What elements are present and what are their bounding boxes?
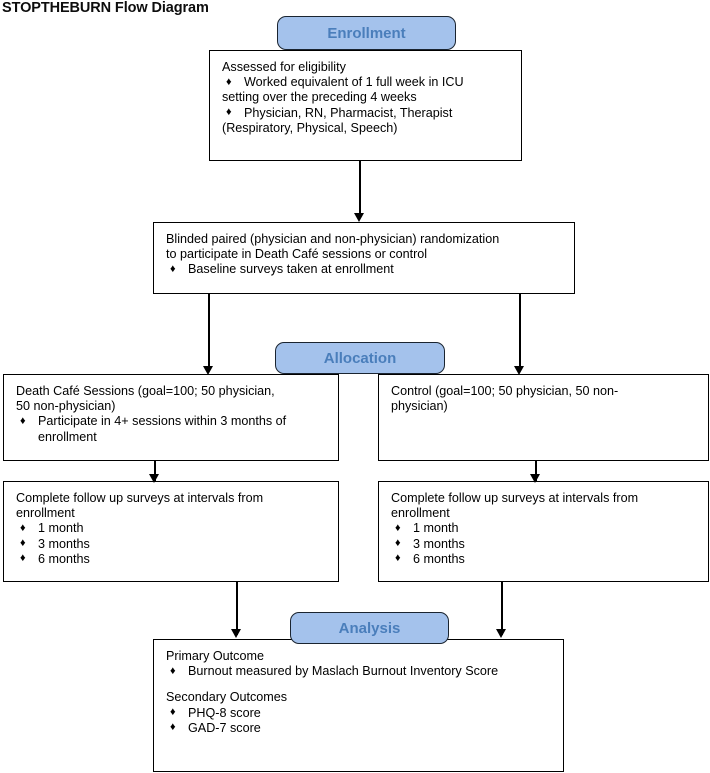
box-followup-surveys-right: Complete follow up surveys at intervals … (378, 481, 709, 582)
bullet-icon: ♦ (395, 537, 401, 550)
eligibility-line-2: setting over the preceding 4 weeks (222, 90, 417, 105)
arrowhead-intervention-to-followup-left (149, 474, 159, 483)
followup-left-bullet-2: ♦ 3 months (16, 537, 330, 552)
outcomes-primary-heading: Primary Outcome (166, 649, 264, 663)
connector-intervention-to-followup-left (154, 461, 156, 481)
bullet-icon: ♦ (170, 706, 176, 719)
stage-pill-enrollment: Enrollment (277, 16, 456, 50)
randomization-line-2: to participate in Death Café sessions or… (166, 247, 428, 262)
followup-right-line-2: enrollment (391, 506, 450, 521)
box-death-cafe-sessions-text: Death Café Sessions (goal=100; 50 physic… (16, 384, 330, 445)
randomization-line-1: Blinded paired (physician and non-physic… (166, 232, 500, 246)
followup-left-bullet-2-label: 3 months (38, 536, 90, 551)
bullet-icon: ♦ (20, 521, 26, 534)
followup-right-bullet-2: ♦ 3 months (391, 537, 700, 552)
outcomes-secondary-bullet-2: ♦ GAD-7 score (166, 721, 555, 736)
followup-left-line-2: enrollment (16, 506, 75, 521)
bullet-icon: ♦ (20, 552, 26, 565)
followup-right-line-1: Complete follow up surveys at intervals … (391, 491, 639, 505)
box-randomization-text: Blinded paired (physician and non-physic… (166, 232, 566, 278)
arrowhead-control-to-followup-right (530, 474, 540, 483)
bullet-icon: ♦ (170, 664, 176, 677)
bullet-icon: ♦ (226, 106, 232, 119)
arrowhead-randomization-to-control (514, 366, 524, 375)
followup-right-bullet-1-label: 1 month (413, 521, 459, 536)
control-line-2: physician) (391, 399, 448, 414)
arrowhead-eligibility-to-randomization (354, 213, 364, 222)
bullet-icon: ♦ (395, 521, 401, 534)
arrowhead-followup-left-to-analysis (231, 629, 241, 638)
box-control-group-text: Control (goal=100; 50 physician, 50 non-… (391, 384, 700, 414)
eligibility-bullet-2: ♦ Physician, RN, Pharmacist, Therapist (222, 106, 513, 121)
randomization-bullet-1-label: Baseline surveys taken at enrollment (188, 262, 394, 277)
eligibility-line-1: Assessed for eligibility (222, 60, 346, 74)
bullet-icon: ♦ (226, 75, 232, 88)
followup-left-bullet-1: ♦ 1 month (16, 521, 330, 536)
stage-pill-analysis: Analysis (290, 612, 449, 644)
box-control-group: Control (goal=100; 50 physician, 50 non-… (378, 374, 709, 461)
box-assessed-for-eligibility-text: Assessed for eligibility ♦ Worked equival… (222, 60, 513, 136)
box-followup-surveys-left-text: Complete follow up surveys at intervals … (16, 491, 330, 567)
arrowhead-followup-right-to-analysis (496, 629, 506, 638)
outcomes-primary-bullet-1: ♦ Burnout measured by Maslach Burnout Inv… (166, 664, 555, 679)
connector-eligibility-to-randomization (359, 161, 361, 217)
followup-left-bullet-3: ♦ 6 months (16, 552, 330, 567)
followup-left-bullet-1-label: 1 month (38, 521, 84, 536)
bullet-icon: ♦ (395, 552, 401, 565)
followup-right-bullet-3: ♦ 6 months (391, 552, 700, 567)
box-assessed-for-eligibility: Assessed for eligibility ♦ Worked equival… (209, 50, 522, 161)
connector-control-to-followup-right (535, 461, 537, 481)
eligibility-bullet-1: ♦ Worked equivalent of 1 full week in ICU (222, 75, 513, 90)
box-randomization: Blinded paired (physician and non-physic… (153, 222, 575, 294)
intervention-bullet-1: ♦ Participate in 4+ sessions within 3 mon… (16, 414, 330, 444)
followup-right-bullet-3-label: 6 months (413, 551, 465, 566)
bullet-icon: ♦ (170, 262, 176, 275)
box-followup-surveys-left: Complete follow up surveys at intervals … (3, 481, 339, 582)
outcomes-secondary-bullet-1-label: PHQ-8 score (188, 705, 261, 720)
box-death-cafe-sessions: Death Café Sessions (goal=100; 50 physic… (3, 374, 339, 461)
outcomes-secondary-bullet-1: ♦ PHQ-8 score (166, 706, 555, 721)
outcomes-secondary-bullet-2-label: GAD-7 score (188, 720, 261, 735)
eligibility-bullet-2-label: Physician, RN, Pharmacist, Therapist (244, 105, 453, 120)
connector-followup-right-to-analysis (501, 582, 503, 635)
connector-followup-left-to-analysis (236, 582, 238, 635)
intervention-bullet-1-label: Participate in 4+ sessions within 3 mont… (38, 414, 290, 444)
bullet-icon: ♦ (170, 721, 176, 734)
followup-right-bullet-2-label: 3 months (413, 536, 465, 551)
page-title: STOPTHEBURN Flow Diagram (2, 0, 209, 16)
outcomes-secondary-heading: Secondary Outcomes (166, 690, 288, 705)
bullet-icon: ♦ (20, 537, 26, 550)
stage-pill-allocation: Allocation (275, 342, 445, 374)
followup-left-bullet-3-label: 6 months (38, 551, 90, 566)
outcomes-primary-bullet-1-label: Burnout measured by Maslach Burnout Inve… (188, 664, 499, 679)
intervention-line-1: Death Café Sessions (goal=100; 50 physic… (16, 384, 275, 398)
connector-randomization-to-intervention (208, 294, 210, 370)
box-outcomes: Primary Outcome ♦ Burnout measured by Mas… (153, 639, 564, 772)
box-outcomes-text: Primary Outcome ♦ Burnout measured by Mas… (166, 649, 555, 736)
bullet-icon: ♦ (20, 414, 26, 427)
eligibility-line-3: (Respiratory, Physical, Speech) (222, 120, 398, 135)
followup-left-line-1: Complete follow up surveys at intervals … (16, 491, 264, 505)
outcomes-spacer (166, 679, 555, 690)
eligibility-bullet-1-label: Worked equivalent of 1 full week in ICU (244, 75, 464, 90)
randomization-bullet-1: ♦ Baseline surveys taken at enrollment (166, 262, 566, 277)
arrowhead-randomization-to-intervention (203, 366, 213, 375)
intervention-line-2: 50 non-physician) (16, 399, 116, 414)
control-line-1: Control (goal=100; 50 physician, 50 non- (391, 384, 619, 398)
box-followup-surveys-right-text: Complete follow up surveys at intervals … (391, 491, 700, 567)
connector-randomization-to-control (519, 294, 521, 370)
followup-right-bullet-1: ♦ 1 month (391, 521, 700, 536)
